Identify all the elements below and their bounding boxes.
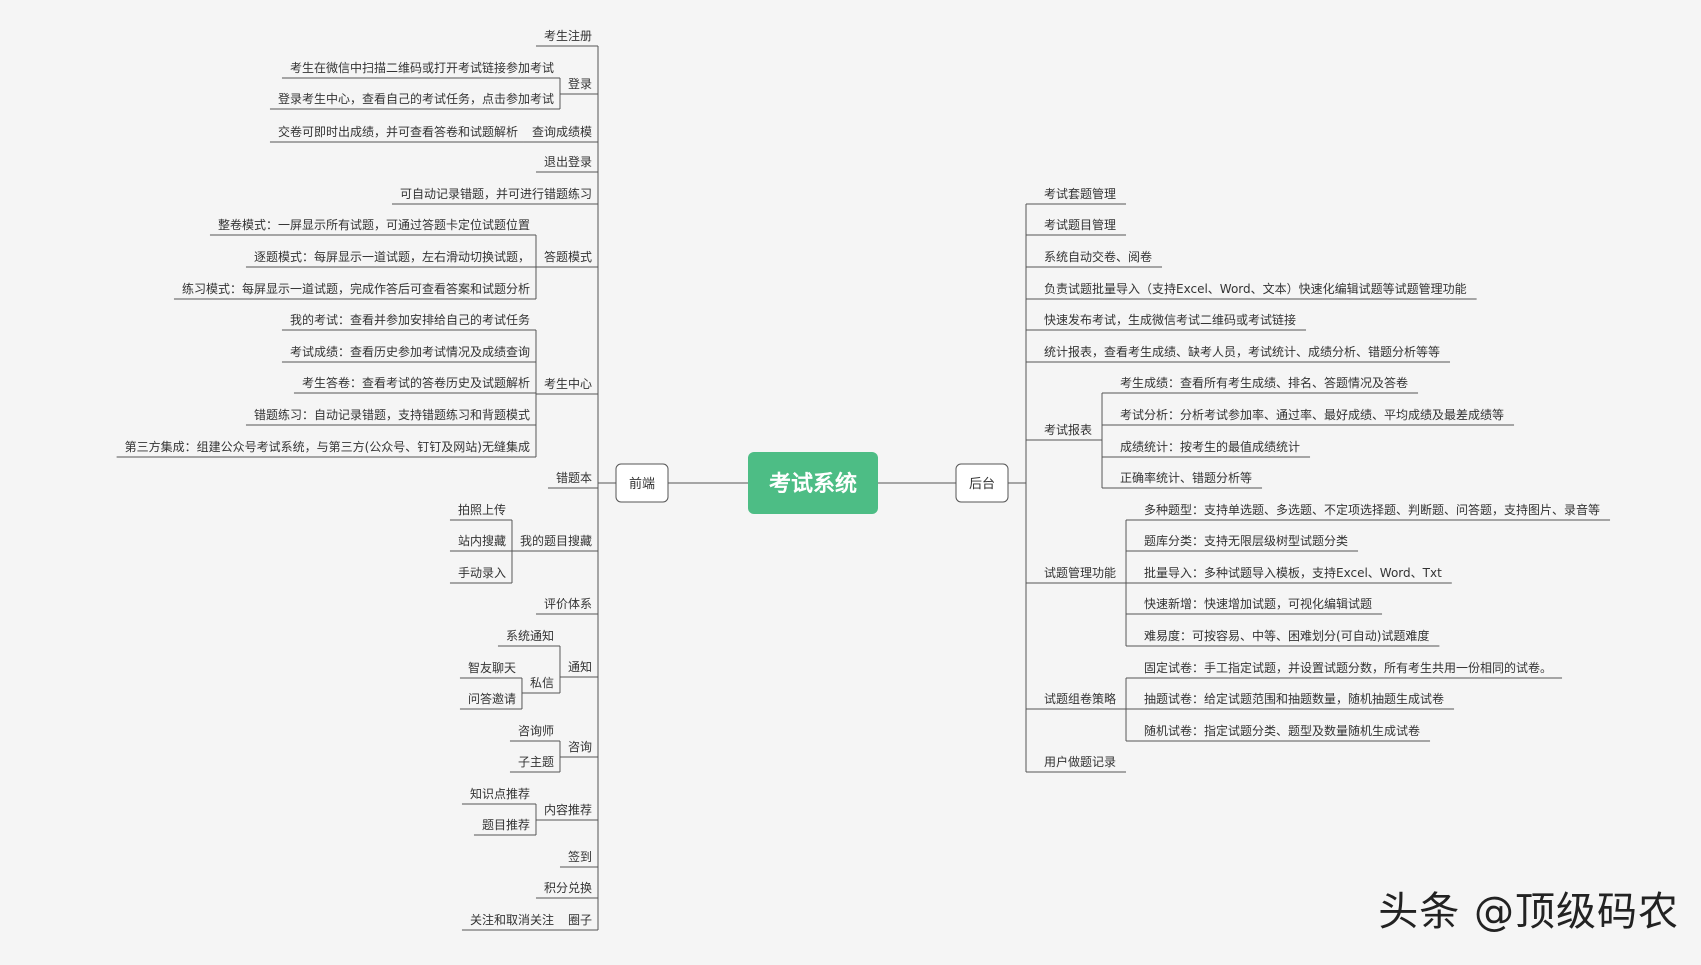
node-left-7: 错题本 [556, 471, 592, 485]
node-left-12-1: 题目推荐 [482, 818, 530, 832]
node-left-6-3: 错题练习：自动记录错题，支持错题练习和背题模式 [254, 407, 530, 422]
node-left-10: 通知 [568, 660, 592, 674]
node-left-13: 签到 [568, 849, 592, 864]
node-left-5-2: 练习模式：每屏显示一道试题，完成作答后可查看答案和试题分析 [182, 281, 530, 296]
node-left-11-1: 子主题 [518, 755, 554, 769]
branch-frontend [615, 463, 669, 503]
node-right-7: 试题管理功能 [1044, 565, 1116, 580]
node-right-8-1: 抽题试卷：给定试题范围和抽题数量，随机抽题生成试卷 [1144, 691, 1444, 706]
node-right-6-0: 考生成绩：查看所有考生成绩、排名、答题情况及答卷 [1120, 375, 1408, 390]
root-topic-label: 考试系统 [769, 471, 857, 497]
node-left-8-0: 拍照上传 [458, 502, 506, 517]
node-right-4: 快速发布考试，生成微信考试二维码或考试链接 [1044, 312, 1296, 327]
node-left-11-0: 咨询师 [518, 723, 554, 738]
node-left-4: 可自动记录错题，并可进行错题练习 [400, 186, 592, 201]
node-left-1: 登录 [568, 76, 592, 91]
node-left-14: 积分兑换 [544, 881, 592, 895]
node-right-6-1: 考试分析：分析考试参加率、通过率、最好成绩、平均成绩及最差成绩等 [1120, 407, 1504, 422]
node-left-10-0: 系统通知 [506, 629, 554, 643]
node-left-0: 考生注册 [544, 28, 592, 43]
node-right-7-2: 批量导入：多种试题导入模板，支持Excel、Word、Txt [1144, 565, 1442, 580]
node-left-8: 我的题目搜藏 [520, 533, 592, 548]
node-right-7-1: 题库分类：支持无限层级树型试题分类 [1144, 533, 1348, 548]
node-right-5: 统计报表，查看考生成绩、缺考人员，考试统计、成绩分析、错题分析等等 [1044, 344, 1440, 359]
node-left-6-0: 我的考试：查看并参加安排给自己的考试任务 [290, 312, 530, 327]
node-right-8: 试题组卷策略 [1044, 691, 1116, 706]
node-right-7-0: 多种题型：支持单选题、多选题、不定项选择题、判断题、问答题，支持图片、录音等 [1144, 502, 1600, 517]
node-left-8-1: 站内搜藏 [458, 533, 506, 548]
node-right-6-3: 正确率统计、错题分析等 [1120, 470, 1252, 485]
node-left-9: 评价体系 [544, 597, 592, 611]
node-left-3: 退出登录 [544, 154, 592, 169]
node-left-8-2: 手动录入 [458, 566, 506, 580]
watermark: 头条 @顶级码农 [1378, 889, 1679, 935]
node-left-6-4: 第三方集成：组建公众号考试系统，与第三方(公众号、钉钉及网站)无缝集成 [125, 439, 530, 454]
root-topic [748, 452, 878, 514]
node-right-8-0: 固定试卷：手工指定试题，并设置试题分数，所有考生共用一份相同的试卷。 [1144, 660, 1552, 675]
node-left-12: 内容推荐 [544, 802, 592, 817]
node-right-3: 负责试题批量导入（支持Excel、Word、文本）快速化编辑试题等试题管理功能 [1044, 281, 1467, 296]
node-right-1: 考试题目管理 [1044, 217, 1116, 232]
branch-backend-label: 后台 [969, 477, 995, 492]
node-left-1-0: 考生在微信中扫描二维码或打开考试链接参加考试 [290, 60, 554, 75]
node-left-15-0: 关注和取消关注 [470, 912, 554, 927]
node-left-5-0: 整卷模式：一屏显示所有试题，可通过答题卡定位试题位置 [218, 217, 530, 232]
node-left-11: 咨询 [568, 739, 592, 754]
node-right-2: 系统自动交卷、阅卷 [1044, 249, 1152, 264]
node-left-1-1: 登录考生中心，查看自己的考试任务，点击参加考试 [278, 91, 554, 106]
node-right-8-2: 随机试卷：指定试题分类、题型及数量随机生成试卷 [1144, 723, 1420, 738]
branch-backend [955, 463, 1009, 503]
node-left-6-2: 考生答卷：查看考试的答卷历史及试题解析 [302, 375, 530, 390]
node-left-10-1-1: 问答邀请 [468, 691, 516, 706]
node-left-6: 考生中心 [544, 376, 592, 391]
node-right-7-4: 难易度：可按容易、中等、困难划分(可自动)试题难度 [1144, 628, 1429, 643]
node-right-7-3: 快速新增：快速增加试题，可视化编辑试题 [1144, 596, 1372, 611]
node-right-0: 考试套题管理 [1044, 186, 1116, 201]
node-left-2: 查询成绩模 [532, 125, 592, 139]
node-left-6-1: 考试成绩：查看历史参加考试情况及成绩查询 [290, 344, 530, 359]
node-left-12-0: 知识点推荐 [470, 787, 530, 801]
node-left-5-1: 逐题模式：每屏显示一道试题，左右滑动切换试题， [254, 249, 530, 264]
node-right-6-2: 成绩统计：按考生的最值成绩统计 [1120, 439, 1300, 454]
node-right-9: 用户做题记录 [1044, 754, 1116, 769]
node-left-2-0: 交卷可即时出成绩，并可查看答卷和试题解析 [278, 124, 518, 139]
node-right-6: 考试报表 [1044, 422, 1092, 437]
branch-frontend-label: 前端 [629, 476, 655, 492]
node-left-10-1: 私信 [530, 676, 554, 690]
node-left-10-1-0: 智友聊天 [468, 660, 516, 675]
node-left-5: 答题模式 [544, 249, 592, 264]
node-left-15: 圈子 [568, 913, 592, 927]
